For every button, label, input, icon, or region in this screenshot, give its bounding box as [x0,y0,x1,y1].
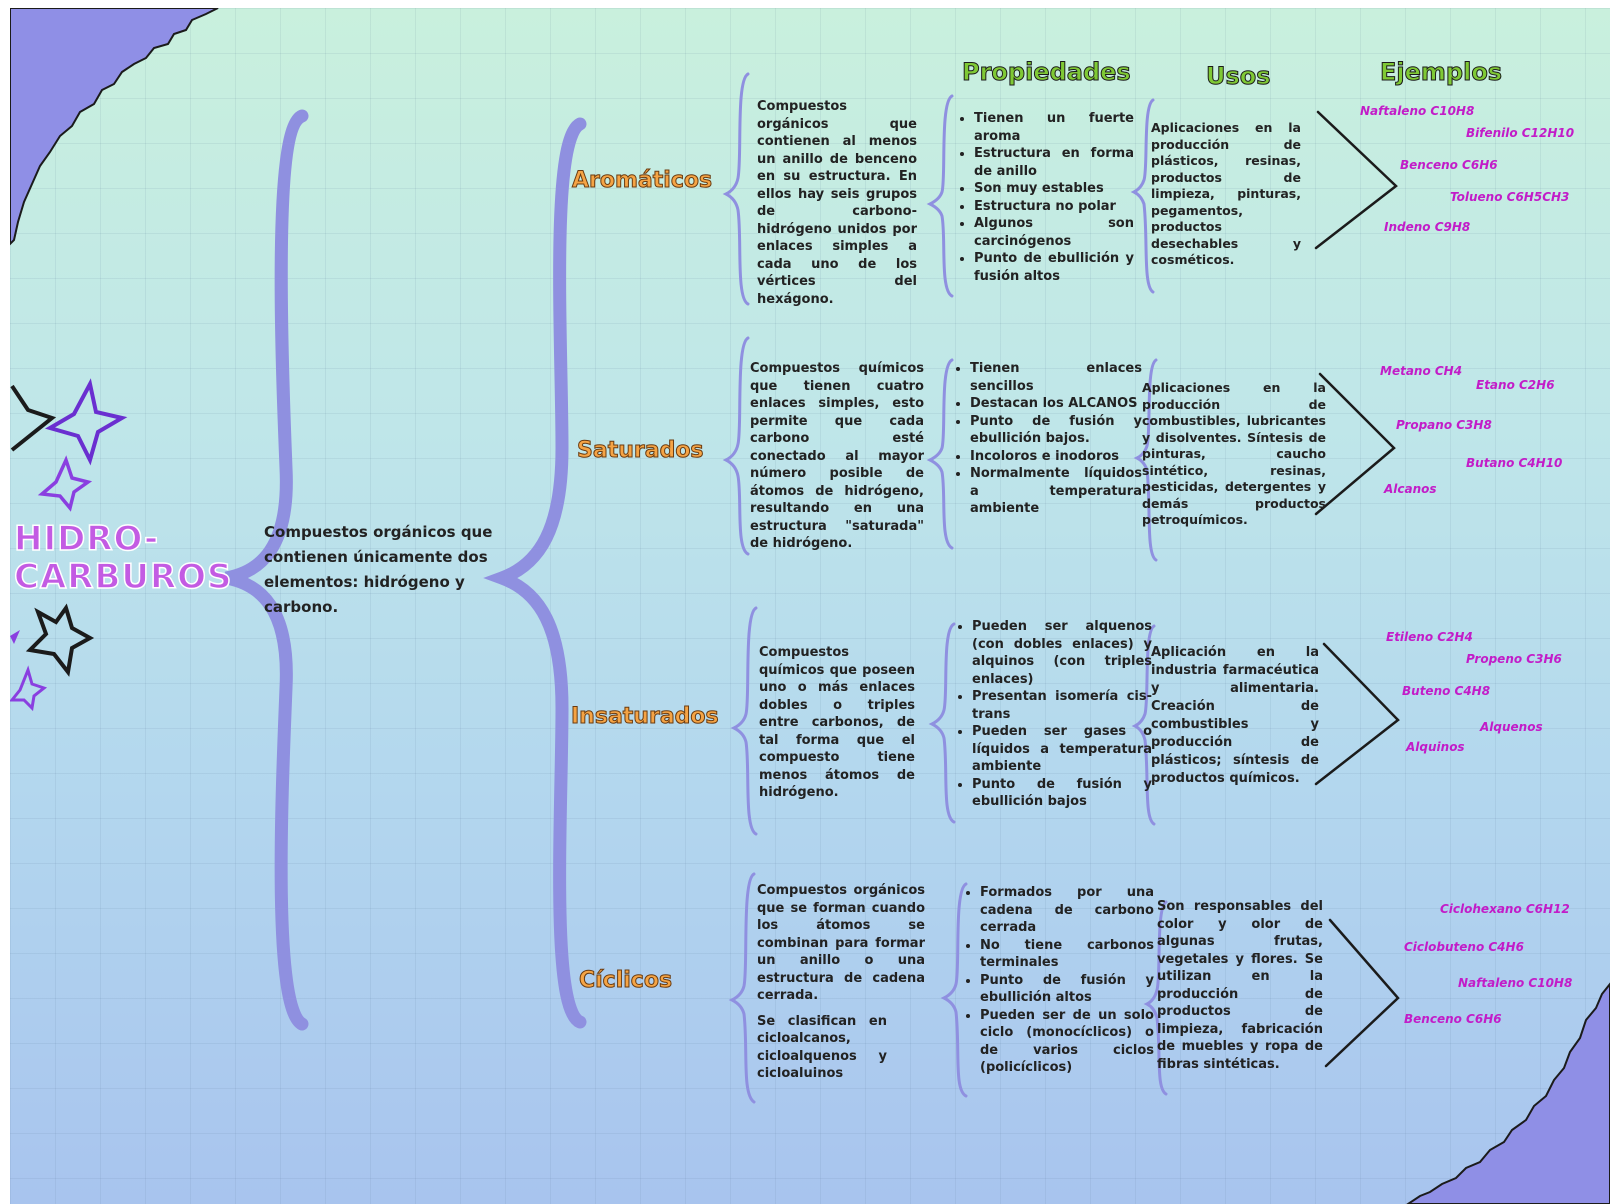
star-purple-icon [10,665,48,712]
example-item: Ciclobuteno C4H6 [1404,940,1524,954]
example-item: Tolueno C6H5CH3 [1450,190,1570,204]
corner-shape-bottom-right [1406,982,1610,1204]
property-item: Son muy estables [974,180,1134,198]
definition-brace [728,872,756,1104]
example-item: Naftaleno C10H8 [1458,976,1573,990]
example-item: Etileno C2H4 [1386,630,1473,644]
main-title: HIDRO- CARBUROS [13,519,233,597]
uses-aromaticos: Aplicaciones en la producción de plástic… [1151,120,1301,267]
star-outline-icon [10,384,57,452]
property-item: Pueden ser gases o líquidos a temperatur… [972,723,1152,776]
definition-saturados: Compuestos químicos que tienen cuatro en… [750,360,924,561]
example-item: Naftaleno C10H8 [1360,104,1475,118]
example-item: Ciclohexano C6H12 [1440,902,1570,916]
property-item: Punto de ebullición y fusión altos [974,250,1134,285]
uses-brace [1130,98,1155,294]
examples-arrow [1324,918,1400,1068]
definition-text: Compuestos orgánicos que se forman cuand… [757,883,925,1003]
example-item: Indeno C9H8 [1384,220,1471,234]
concept-map-canvas: HIDRO- CARBUROS Compuestos orgánicos que… [10,8,1610,1204]
main-brace [224,109,309,1031]
property-item: Pueden ser de un solo ciclo (monocíclico… [980,1007,1154,1077]
example-item: Butano C4H10 [1466,456,1563,470]
definition-text: Se clasifican en cicloalcanos, cicloalqu… [757,1013,887,1082]
property-item: Normalmente líquidos a temperatura ambie… [970,465,1142,518]
uses-brace [1133,358,1158,562]
property-item: Punto de fusión y ebullición bajos. [970,413,1142,448]
category-insaturados: Insaturados [571,704,720,730]
uses-ciclicos: Son responsables del color y olor de alg… [1157,899,1323,1072]
example-item: Benceno C6H6 [1404,1012,1502,1026]
example-item: Propano C3H8 [1396,418,1492,432]
definition-ciclicos: Compuestos orgánicos que se forman cuand… [757,882,925,1091]
star-purple-icon [10,630,20,644]
example-item: Buteno C4H8 [1402,684,1491,698]
property-item: Pueden ser alquenos (con dobles enlaces)… [972,618,1152,688]
example-item: Alcanos [1384,482,1437,496]
properties-brace [926,94,954,298]
example-item: Etano C2H6 [1476,378,1555,392]
example-item: Metano CH4 [1380,364,1463,378]
property-item: Tienen un fuerte aroma [974,110,1134,145]
zigzag-border-icon [10,8,219,246]
examples-arrow [1314,372,1396,516]
main-title-line-1: HIDRO- [13,519,160,559]
property-item: Tienen enlaces sencillos [970,360,1142,395]
property-item: Estructura no polar [974,198,1134,216]
uses-saturados: Aplicaciones en la producción de combust… [1142,380,1326,527]
header-propiedades: Propiedades [962,58,1132,87]
uses-brace [1143,900,1168,1096]
property-item: No tiene carbonos terminales [980,937,1154,972]
property-item: Estructura en forma de anillo [974,145,1134,180]
definition-text: Compuestos químicos que poseen uno o más… [759,645,915,800]
definition-brace [730,606,758,836]
category-brace [483,117,587,1029]
examples-arrow [1314,642,1400,786]
properties-brace [940,882,968,1098]
property-item: Formados por una cadena de carbono cerra… [980,884,1154,937]
property-item: Incoloros e inodoros [970,448,1142,466]
examples-arrow [1314,110,1398,250]
definition-text: Compuestos orgánicos que contienen al me… [757,99,917,307]
example-item: Bifenilo C12H10 [1466,126,1575,140]
example-item: Propeno C3H6 [1466,652,1562,666]
star-outline-icon [25,603,95,677]
properties-insaturados: Pueden ser alquenos (con dobles enlaces)… [958,618,1152,811]
properties-saturados: Tienen enlaces sencillos Destacan los AL… [956,360,1142,518]
category-ciclicos: Cíclicos [578,968,673,994]
star-purple-icon [37,455,93,512]
category-saturados: Saturados [577,438,705,464]
property-item: Destacan los ALCANOS [970,395,1142,413]
main-title-line-2: CARBUROS [13,557,233,597]
main-definition: Compuestos orgánicos que contienen única… [264,523,493,616]
properties-brace [928,622,956,824]
property-item: Algunos son carcinógenos [974,215,1134,250]
example-item: Alquinos [1406,740,1465,754]
header-usos: Usos [1206,62,1272,91]
properties-brace [926,358,954,550]
definition-insaturados: Compuestos químicos que poseen uno o más… [759,644,915,810]
property-item: Punto de fusión y ebullición bajos [972,776,1152,811]
example-item: Benceno C6H6 [1400,158,1498,172]
property-item: Presentan isomería cis-trans [972,688,1152,723]
star-purple-icon [44,378,128,466]
properties-ciclicos: Formados por una cadena de carbono cerra… [966,884,1154,1077]
definition-brace [722,72,750,306]
definition-aromaticos: Compuestos orgánicos que contienen al me… [757,98,917,316]
uses-insaturados: Aplicación en la industria farmacéutica … [1151,645,1319,786]
example-item: Alquenos [1480,720,1543,734]
properties-aromaticos: Tienen un fuerte aroma Estructura en for… [960,110,1134,285]
property-item: Punto de fusión y ebullición altos [980,972,1154,1007]
uses-brace [1131,624,1156,826]
definition-text: Compuestos químicos que tienen cuatro en… [750,361,924,551]
header-ejemplos: Ejemplos [1379,58,1503,87]
category-aromaticos: Aromáticos [571,168,713,194]
definition-brace [722,336,750,556]
diagram-lines [10,8,1610,1204]
